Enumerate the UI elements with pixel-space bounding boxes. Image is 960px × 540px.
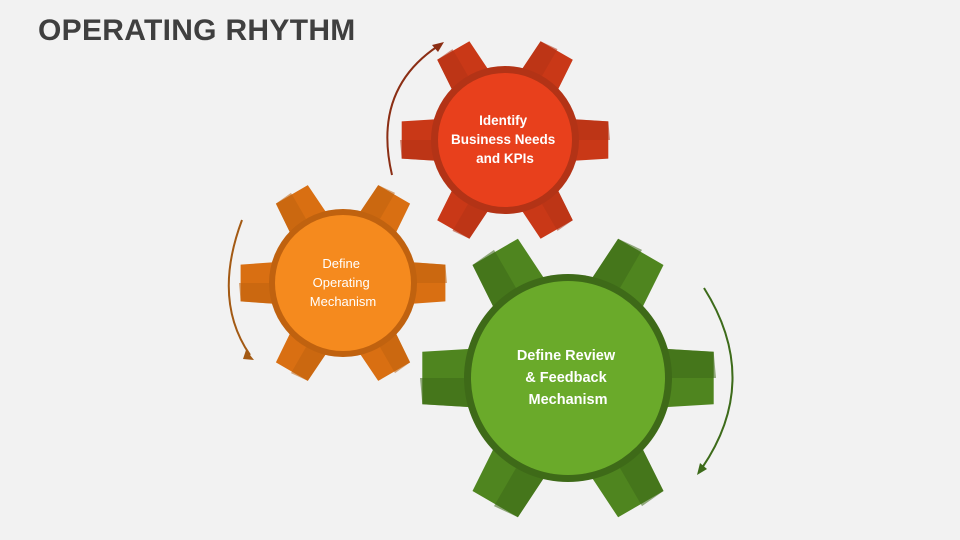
arrowhead-icon [697, 463, 707, 475]
gear-operating-mechanism-line-3: Mechanism [310, 294, 376, 309]
gear-center [275, 215, 411, 351]
curved-arrow-icon [227, 219, 251, 356]
gear-center [471, 281, 665, 475]
gear-review-feedback: Define Review & Feedback Mechanism [420, 238, 716, 518]
gear-tooth-shade [522, 41, 558, 76]
curved-arrow-icon [386, 45, 439, 176]
gear-tooth-shade [291, 347, 326, 381]
gear-center [438, 73, 572, 207]
gear-tooth-shade [400, 140, 434, 161]
svg-text:Define Operating M: Define Operating Mechanism [310, 256, 376, 309]
gear-tooth-shade [542, 191, 573, 231]
gear-tooth-shade [494, 468, 544, 518]
gear-tooth-shade [437, 49, 468, 89]
gear-tooth-shade [380, 334, 411, 374]
gear-tooth-shade [667, 348, 716, 378]
gear-business-needs-line-2: Business Needs [451, 132, 555, 147]
svg-text:Define Review & Feedback: Define Review & Feedback Mechanism [517, 348, 619, 408]
gear-tooth-shade [420, 378, 469, 408]
gear-tooth-shade [414, 262, 447, 283]
gear-review-feedback-line-3: Mechanism [529, 392, 608, 408]
gear-business-needs-line-3: and KPIs [476, 151, 534, 166]
arrowhead-icon [432, 42, 444, 52]
gear-review-feedback-line-2: & Feedback [525, 370, 607, 386]
curved-arrow-icon [701, 287, 734, 469]
gear-tooth-shade [472, 249, 516, 307]
gear-operating-mechanism: Define Operating Mechanism [239, 185, 447, 381]
gear-review-feedback-line-1: Define Review [517, 348, 616, 364]
slide-title: OPERATING RHYTHM [38, 14, 356, 47]
gear-operating-mechanism-line-1: Define [322, 256, 360, 271]
svg-text:Identify Business Needs: Identify Business Needs and KPIs [451, 113, 559, 166]
cycle-arrows [227, 42, 734, 475]
gear-business-needs: Identify Business Needs and KPIs [400, 41, 610, 239]
arrowhead-icon [243, 350, 254, 360]
gear-tooth-shade [239, 283, 272, 304]
gear-tooth-shade [620, 449, 664, 507]
gear-tooth-shade [592, 238, 642, 288]
gear-tooth-shade [576, 119, 610, 140]
gear-business-needs-line-1: Identify [479, 113, 527, 128]
gear-operating-mechanism-line-2: Operating [313, 275, 370, 290]
gear-tooth-shade [360, 185, 395, 219]
gear-tooth-shade [275, 192, 306, 232]
gear-tooth-shade [452, 204, 488, 239]
